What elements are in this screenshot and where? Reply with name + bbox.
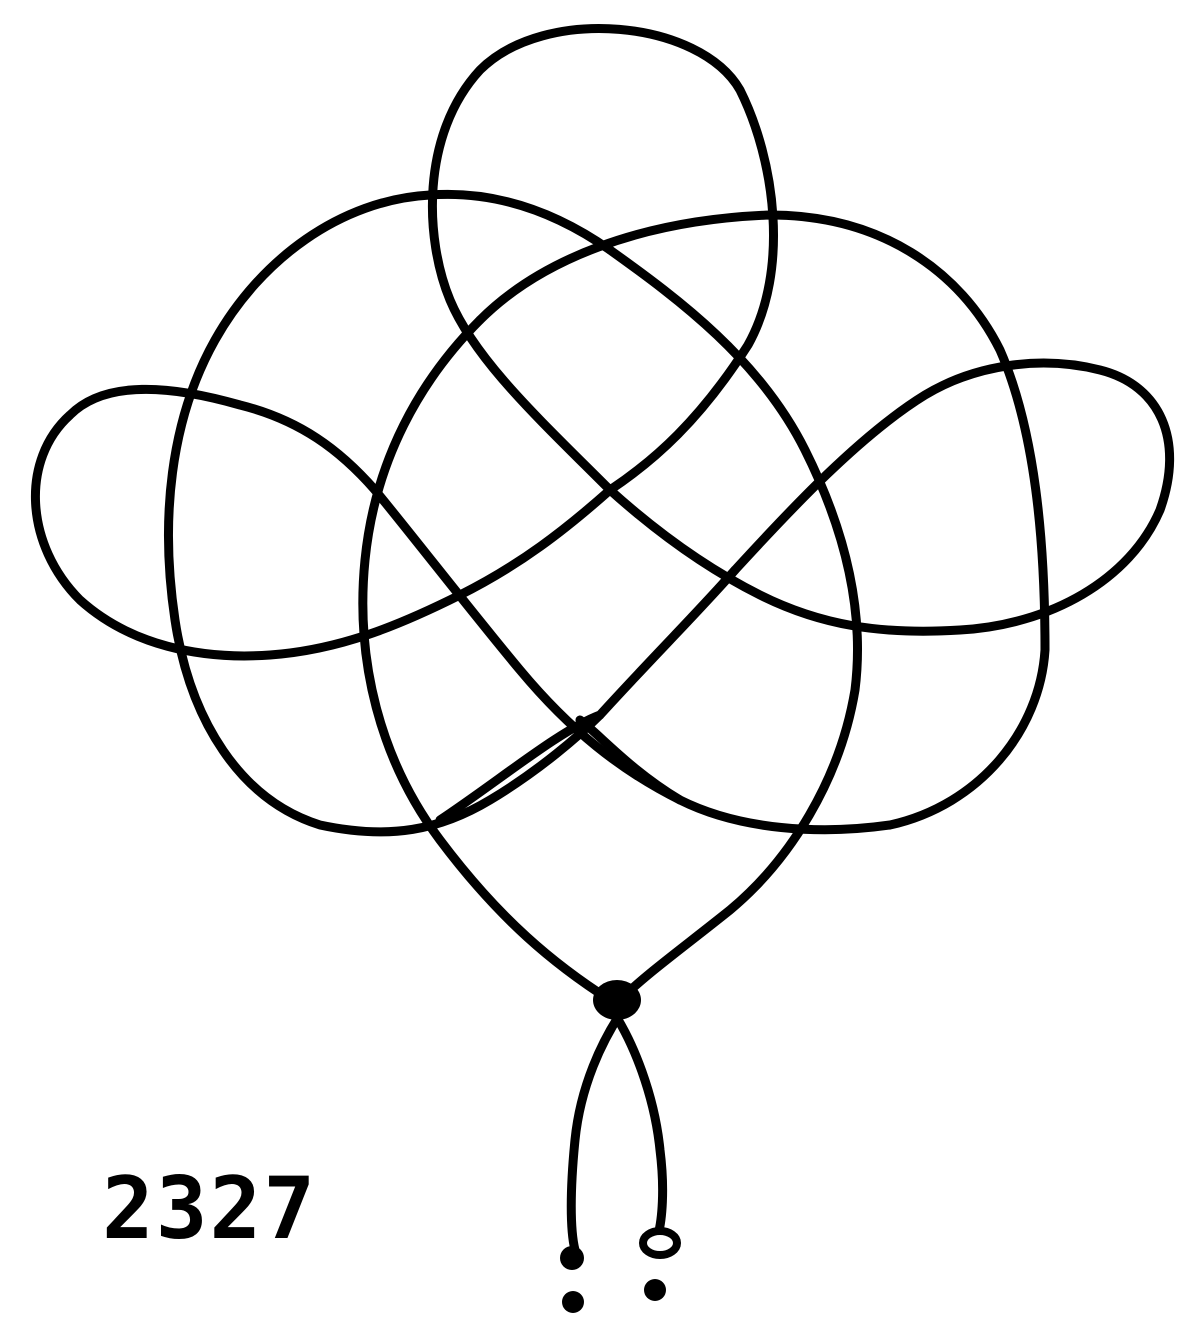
left-tail	[571, 1000, 630, 1250]
inner-diagonal-up	[440, 570, 735, 820]
right-loop	[610, 363, 1170, 631]
left-loop	[35, 389, 610, 656]
figure-number: 2327	[102, 1159, 317, 1259]
top-loop	[432, 29, 773, 490]
right-tail-end	[643, 1231, 677, 1255]
knot-tie	[593, 980, 641, 1020]
left-tail-end	[560, 1246, 584, 1270]
left-drop	[562, 1291, 584, 1313]
inner-left-strand	[363, 320, 610, 1000]
right-tail	[605, 1000, 663, 1235]
right-drop	[644, 1279, 666, 1301]
